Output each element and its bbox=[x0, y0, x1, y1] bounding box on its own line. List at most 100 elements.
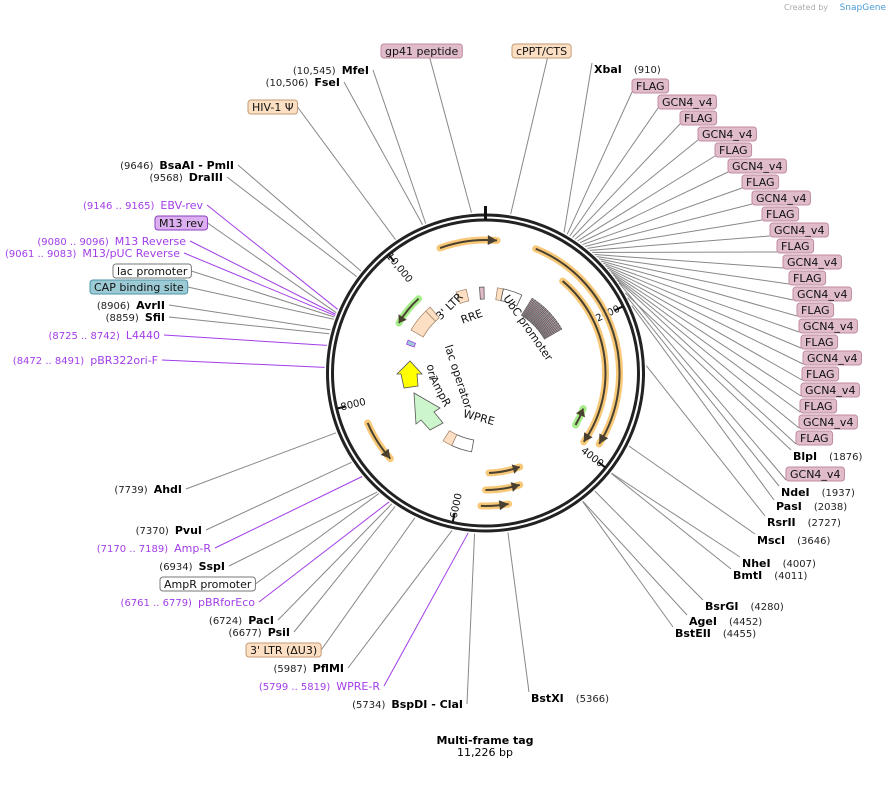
feature-gcn4v4[interactable]: GCN4_v4 bbox=[782, 254, 842, 270]
enzyme-site-bmti[interactable]: BmtI(4011) bbox=[733, 569, 808, 582]
feature-flag[interactable]: FLAG bbox=[795, 430, 834, 446]
feature-gcn4v4[interactable]: GCN4_v4 bbox=[800, 382, 860, 398]
feature-box bbox=[776, 238, 815, 254]
leader-line bbox=[624, 292, 792, 451]
feature-box bbox=[796, 302, 835, 318]
primer-pbr322orif[interactable]: (8472 .. 8491)pBR322ori-F bbox=[13, 354, 158, 367]
tick-mark bbox=[614, 305, 624, 312]
feature-flag[interactable]: FLAG bbox=[800, 334, 839, 350]
primer-ebvrev[interactable]: (9146 .. 9165)EBV-rev bbox=[83, 199, 203, 212]
feature-gcn4v4[interactable]: GCN4_v4 bbox=[657, 94, 717, 110]
orf-arc-core bbox=[535, 247, 621, 445]
feature-flag[interactable]: FLAG bbox=[761, 206, 800, 222]
feature-flag[interactable]: FLAG bbox=[631, 78, 670, 94]
enzyme-site-sspi[interactable]: (6934)SspI bbox=[159, 560, 225, 573]
enzyme-site-xbai[interactable]: XbaI(910) bbox=[594, 63, 661, 76]
feature-gcn4v4[interactable]: GCN4_v4 bbox=[751, 190, 811, 206]
leader-line bbox=[343, 81, 424, 226]
leader-line bbox=[582, 187, 743, 246]
site-name: Amp-R bbox=[174, 542, 211, 555]
site-name: BsrGI bbox=[705, 600, 738, 613]
feature-gp41[interactable]: gp41 peptide bbox=[380, 43, 463, 59]
label-text: XbaI(910) bbox=[594, 63, 661, 76]
enzyme-site-bstxi[interactable]: BstXI(5366) bbox=[531, 692, 609, 705]
primer-wprer[interactable]: (5799 .. 5819)WPRE-R bbox=[259, 680, 380, 693]
site-name: MscI bbox=[757, 534, 785, 547]
feature-gcn4v4[interactable]: GCN4_v4 bbox=[798, 318, 858, 334]
label-text: (7370)PvuI bbox=[136, 524, 202, 537]
rre-block bbox=[455, 288, 470, 304]
enzyme-site-bsrgi[interactable]: BsrGI(4280) bbox=[705, 600, 784, 613]
site-name: RsrII bbox=[767, 516, 796, 529]
label-text: (9080 .. 9096)M13 Reverse bbox=[37, 235, 186, 248]
primer-ampr[interactable]: (7170 .. 7189)Amp-R bbox=[97, 542, 212, 555]
enzyme-site-agei[interactable]: AgeI(4452) bbox=[689, 615, 762, 628]
primer-l4440[interactable]: (8725 .. 8742)L4440 bbox=[48, 329, 160, 342]
enzyme-site-pasi[interactable]: PasI(2038) bbox=[776, 500, 847, 513]
feature-lac[interactable]: lac promoter bbox=[112, 263, 192, 279]
feature-cpptcts[interactable]: cPPT/CTS bbox=[511, 43, 572, 59]
enzyme-site-nhei[interactable]: NheI(4007) bbox=[742, 557, 816, 570]
feature-flag[interactable]: FLAG bbox=[796, 302, 835, 318]
feature-box bbox=[631, 78, 670, 94]
enzyme-site-paci[interactable]: (6724)PacI bbox=[209, 614, 274, 627]
enzyme-site-blpi[interactable]: BlpI(1876) bbox=[793, 450, 862, 463]
feature-flag[interactable]: FLAG bbox=[788, 270, 827, 286]
primer-pbrforeco[interactable]: (6761 .. 6779)pBRforEco bbox=[121, 596, 256, 609]
feature-flag[interactable]: FLAG bbox=[714, 142, 753, 158]
feature-m13[interactable]: M13 rev bbox=[154, 215, 209, 231]
feature-gcn4v4[interactable]: GCN4_v4 bbox=[769, 222, 829, 238]
feature-flag[interactable]: FLAG bbox=[741, 174, 780, 190]
enzyme-site-ndei[interactable]: NdeI(1937) bbox=[781, 486, 855, 499]
enzyme-site-msci[interactable]: MscI(3646) bbox=[757, 534, 830, 547]
enzyme-site-fsei[interactable]: (10,506)FseI bbox=[266, 76, 340, 89]
enzyme-site-pvui[interactable]: (7370)PvuI bbox=[136, 524, 202, 537]
site-name: L4440 bbox=[126, 329, 160, 342]
position-label: (6761 .. 6779) bbox=[121, 598, 193, 609]
leader-line bbox=[163, 334, 327, 346]
leader-line bbox=[510, 57, 548, 215]
feature-gcn4v4[interactable]: GCN4_v4 bbox=[727, 158, 787, 174]
label-text: (6724)PacI bbox=[209, 614, 274, 627]
feature-cap[interactable]: CAP binding site bbox=[89, 279, 189, 295]
ampr-arrow bbox=[413, 392, 444, 431]
feature-ampr[interactable]: AmpR promoter bbox=[159, 576, 256, 592]
feature-gcn4v4[interactable]: GCN4_v4 bbox=[785, 466, 845, 482]
feature-box bbox=[792, 286, 852, 302]
feature-gcn4v4[interactable]: GCN4_v4 bbox=[792, 286, 852, 302]
feature-label: GCN4_v4 bbox=[797, 288, 847, 301]
label-text: (6761 .. 6779)pBRforEco bbox=[121, 596, 256, 609]
enzyme-site-bsteii[interactable]: BstEII(4455) bbox=[675, 627, 756, 640]
primer-m13[interactable]: (9080 .. 9096)M13 Reverse bbox=[37, 235, 186, 248]
enzyme-site-pflmi[interactable]: (5987)PflMI bbox=[273, 662, 344, 675]
enzyme-site-ahdi[interactable]: (7739)AhdI bbox=[114, 483, 182, 496]
enzyme-site-bsaai[interactable]: (9646)BsaAI - PmlI bbox=[120, 159, 234, 172]
enzyme-site-mfei[interactable]: (10,545)MfeI bbox=[293, 64, 369, 77]
leader-line bbox=[574, 139, 699, 240]
primer-m13puc[interactable]: (9061 .. 9083)M13/pUC Reverse bbox=[5, 247, 180, 260]
position-label: (9568) bbox=[149, 173, 182, 184]
feature-gcn4v4[interactable]: GCN4_v4 bbox=[697, 126, 757, 142]
leader-line bbox=[258, 501, 390, 603]
enzyme-site-avrii[interactable]: (8906)AvrII bbox=[97, 299, 165, 312]
enzyme-site-bspdi[interactable]: (5734)BspDI - ClaI bbox=[352, 698, 463, 711]
tick-mark bbox=[451, 513, 456, 523]
feature-flag[interactable]: FLAG bbox=[679, 110, 718, 126]
leader-line bbox=[605, 265, 802, 349]
enzyme-site-rsrii[interactable]: RsrII(2727) bbox=[767, 516, 841, 529]
enzyme-site-psii[interactable]: (6677)PsiI bbox=[228, 626, 290, 639]
position-label: (5799 .. 5819) bbox=[259, 682, 331, 693]
leader-line bbox=[383, 532, 469, 687]
orf-arc-arrowhead bbox=[498, 500, 509, 511]
feature-gcn4v4[interactable]: GCN4_v4 bbox=[802, 350, 862, 366]
feature-flag[interactable]: FLAG bbox=[801, 366, 840, 382]
enzyme-site-sfii[interactable]: (8859)SfiI bbox=[106, 311, 165, 324]
feature-flag[interactable]: FLAG bbox=[799, 398, 838, 414]
feature-flag[interactable]: FLAG bbox=[776, 238, 815, 254]
enzyme-site-draiii[interactable]: (9568)DraIII bbox=[149, 171, 223, 184]
feature-3[interactable]: 3' LTR (ΔU3) bbox=[245, 642, 322, 658]
feature-hiv1[interactable]: HIV-1 Ψ bbox=[247, 99, 299, 115]
position-label: (4455) bbox=[723, 629, 756, 640]
snapgene-logo: SnapGene bbox=[840, 3, 887, 13]
feature-gcn4v4[interactable]: GCN4_v4 bbox=[798, 414, 858, 430]
